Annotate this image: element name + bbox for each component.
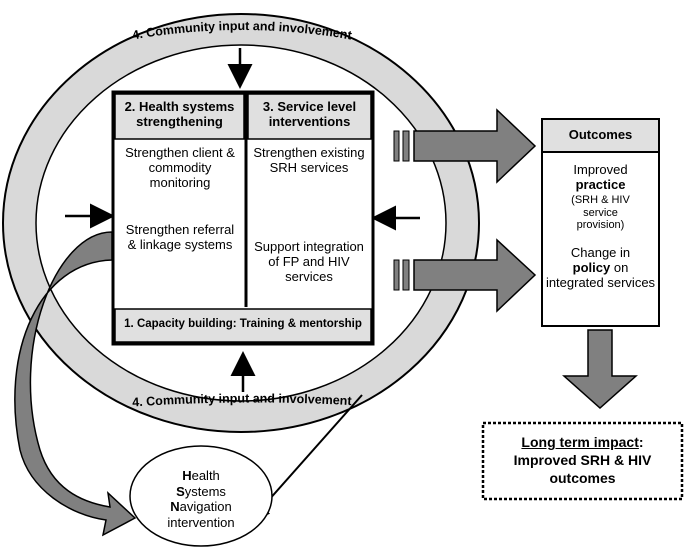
- hsn-curved-arrow: [14, 231, 137, 537]
- arrow-to-impact: [562, 329, 638, 410]
- box3-header: [247, 93, 372, 140]
- outcome-practice-note: (SRH & HIV service provision): [571, 194, 630, 232]
- community-label-bottom: 4. Community input and involvement: [132, 391, 353, 409]
- box1-title: 1. Capacity building: Training & mentors…: [124, 318, 362, 330]
- box2-item-monitoring: Strengthen client & commodity monitoring: [125, 145, 235, 190]
- box2-title: 2. Health systems strengthening: [124, 99, 235, 129]
- box3-title: 3. Service level interventions: [262, 99, 357, 129]
- hsn-circle: [129, 445, 273, 547]
- outcome-practice: Improved practice: [573, 162, 628, 192]
- long-term-impact-text: Long term impact: Improved SRH & HIV out…: [513, 434, 652, 487]
- box2-item-referral: Strengthen referral & linkage systems: [125, 222, 235, 252]
- box2-header: [114, 93, 245, 140]
- outcomes-header: [541, 118, 660, 153]
- outcome-policy: Change in policy on integrated services: [545, 245, 656, 290]
- box3-item-integration: Support integration of FP and HIV servic…: [254, 239, 364, 284]
- box1-footer: [114, 308, 372, 343]
- arrow-to-outcomes-bottom: [393, 238, 537, 313]
- hsn-label: Health Systems Navigation intervention: [167, 468, 235, 530]
- box3-item-srh: Strengthen existing SRH services: [253, 145, 365, 175]
- outcomes-title: Outcomes: [568, 127, 633, 142]
- arrow-to-outcomes-top: [393, 108, 537, 184]
- long-term-impact-box: [481, 421, 684, 501]
- outcomes-box: [541, 118, 660, 327]
